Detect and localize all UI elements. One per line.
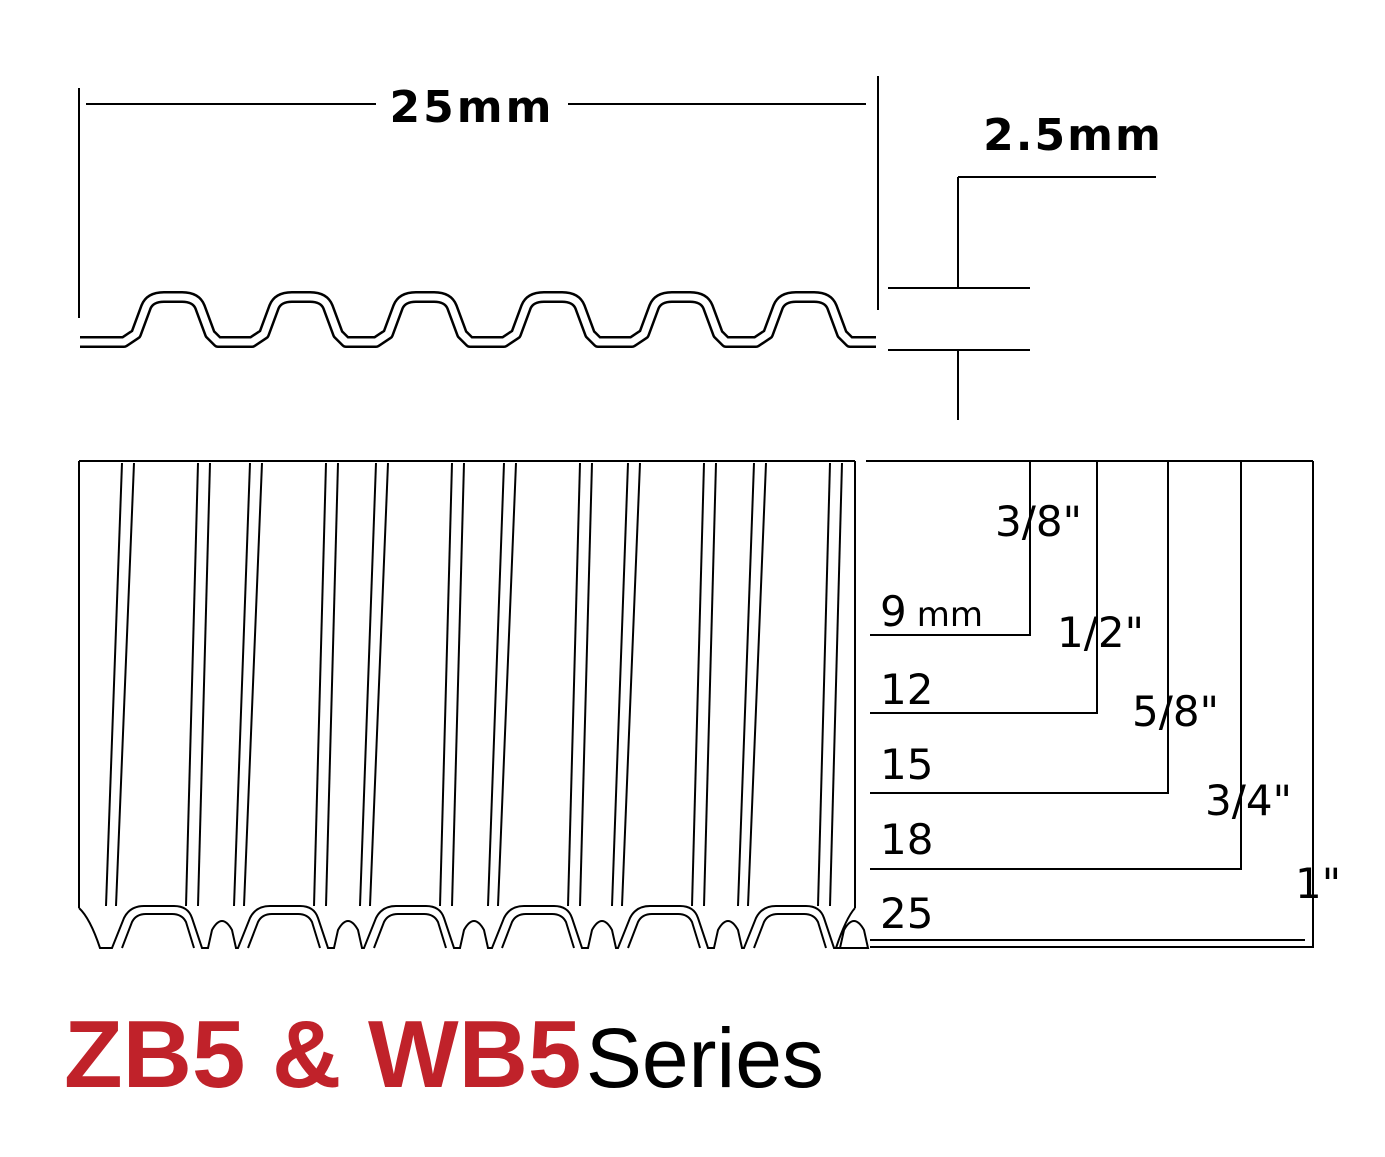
staple-leg-line (621, 462, 641, 907)
staple-leg-line (197, 462, 211, 907)
staple-leg-line (817, 462, 831, 907)
staple-leg-line (115, 462, 135, 907)
series-model: ZB5 & WB5 (64, 1001, 582, 1108)
staple-leg-line (691, 462, 705, 907)
width-dimension (78, 76, 879, 318)
series-suffix: Series (585, 1011, 824, 1105)
staple-leg-line (567, 462, 581, 907)
staple-leg-line (747, 462, 767, 907)
wire-thickness-label: 2.5mm (983, 110, 1163, 161)
staple-leg-line (233, 462, 251, 907)
staple-leg-line (611, 462, 629, 907)
staple-leg-line (105, 462, 123, 907)
inch-size-3-8: 3/8" (995, 497, 1082, 546)
staple-leg-line (369, 462, 389, 907)
length-scale (866, 460, 1314, 948)
staple-leg-line (325, 462, 339, 907)
staple-leg-line (737, 462, 755, 907)
mm-length-25: 25 (880, 889, 933, 938)
staple-leg-line (313, 462, 327, 907)
mm-length-12: 12 (880, 665, 933, 714)
staple-leg-line (359, 462, 377, 907)
staple-leg-line (829, 462, 843, 907)
crown-width-label: 25mm (390, 82, 555, 133)
inch-size-1: 1" (1295, 859, 1341, 908)
staple-stick (78, 460, 870, 949)
mm-length-15: 15 (880, 740, 933, 789)
staple-leg-line (243, 462, 263, 907)
thickness-dimension (888, 176, 1156, 420)
staple-leg-line (579, 462, 593, 907)
staple-leg-line (185, 462, 199, 907)
inch-size-5-8: 5/8" (1132, 687, 1219, 736)
staple-leg-line (451, 462, 465, 907)
series-title: ZB5 & WB5 Series (64, 1000, 824, 1110)
staple-profile (80, 291, 876, 348)
inch-size-1-2: 1/2" (1057, 608, 1144, 657)
staple-leg-line (497, 462, 517, 907)
mm-length-18: 18 (880, 815, 933, 864)
staple-leg-line (487, 462, 505, 907)
staple-leg-line (703, 462, 717, 907)
inch-size-3-4: 3/4" (1205, 776, 1292, 825)
staple-leg-line (439, 462, 453, 907)
